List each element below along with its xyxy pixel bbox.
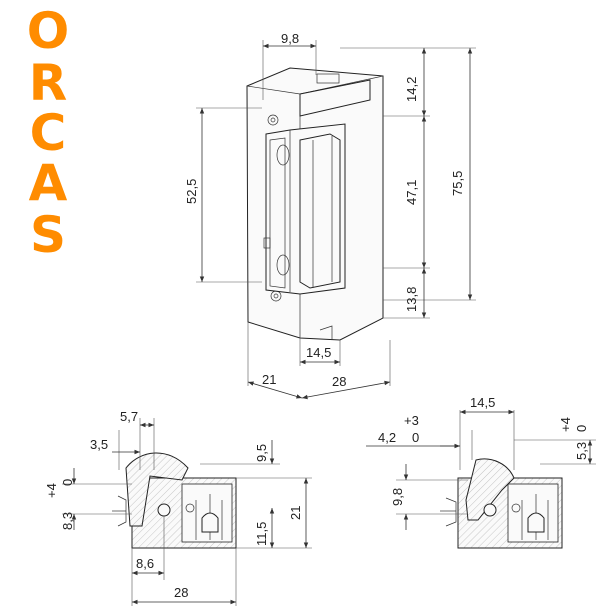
dim-21-left: 21 [288, 506, 303, 520]
dim-5-7: 5,7 [120, 409, 138, 424]
dim-28-left: 28 [174, 585, 188, 600]
dim-plus3: +3 [404, 413, 419, 428]
section-view-left: 5,7 3,5 +4 0 8,3 9,5 11,5 21 8,6 [44, 409, 312, 606]
dim-14-2: 14,2 [404, 77, 419, 102]
dim-plus4-left: +4 [44, 483, 59, 498]
brand-letter-s: S [29, 206, 66, 264]
dim-8-6: 8,6 [136, 556, 154, 571]
dim-14-5-right: 14,5 [470, 395, 495, 410]
dim-8-3: 8,3 [60, 512, 75, 530]
dim-11-5: 11,5 [254, 522, 269, 546]
dim-47-1: 47,1 [404, 180, 419, 205]
brand-letter-r: R [28, 54, 68, 112]
screw-hole-top [267, 114, 279, 126]
dim-zero-left: 0 [60, 479, 75, 486]
dim-52-5: 52,5 [184, 179, 199, 204]
top-housing [299, 79, 371, 117]
dim-5-3: 5,3 [574, 442, 589, 460]
brand-letter-c: C [29, 104, 67, 162]
section-left-pin [157, 503, 171, 517]
dim-28-front: 28 [332, 374, 346, 389]
roller-top [276, 144, 290, 166]
dim-14-5-front: 14,5 [306, 345, 331, 360]
dim-plus4-right: +4 [558, 417, 573, 432]
dim-4-2: 4,2 [378, 430, 396, 445]
front-view: 9,8 14,2 47,1 13,8 75,5 52,5 [184, 31, 476, 400]
dim-9-5: 9,5 [254, 444, 269, 462]
dim-zero-right-b: 0 [574, 425, 589, 432]
dim-9-8-right: 9,8 [390, 488, 405, 506]
section-right-pin [483, 503, 497, 517]
dim-13-8: 13,8 [404, 287, 419, 312]
brand-letter-a: A [28, 154, 68, 212]
roller-bottom [276, 254, 290, 276]
dim-zero-right: 0 [412, 430, 419, 445]
top-tab [316, 73, 340, 84]
dim-9-8: 9,8 [281, 31, 299, 46]
dim-3-5: 3,5 [90, 437, 108, 452]
section-view-right: 14,5 +3 4,2 0 +4 0 5,3 9,8 [366, 395, 596, 549]
dim-21-front: 21 [262, 372, 276, 387]
dim-75-5: 75,5 [450, 171, 465, 196]
brand-letter-o: O [26, 2, 70, 60]
latch-tongue [299, 133, 341, 289]
